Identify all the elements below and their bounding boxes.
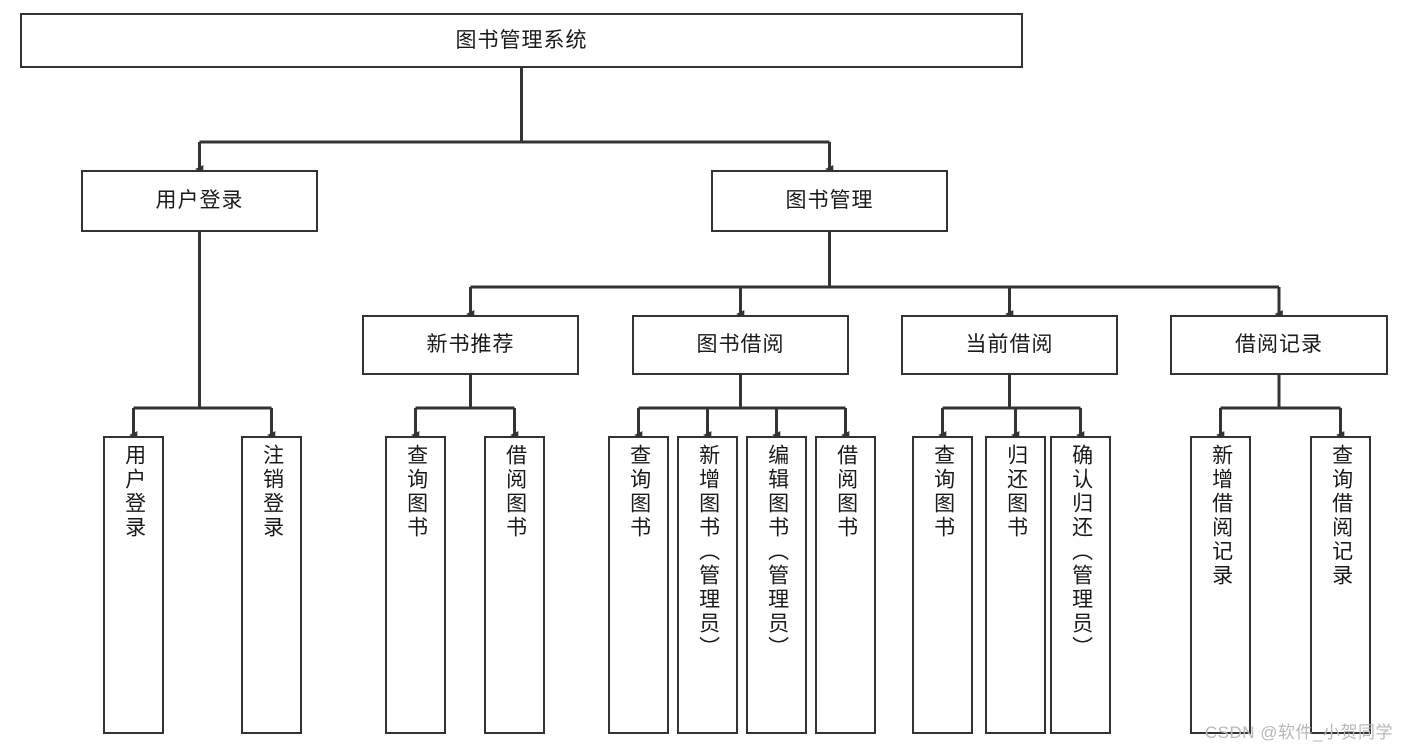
node-label: 归还图书	[1004, 444, 1028, 540]
node-label: 查询图书	[931, 444, 955, 540]
node-lf-new-2[interactable]: 借阅图书	[484, 436, 545, 734]
node-label: 借阅记录	[1235, 333, 1323, 357]
node-lf-login-2[interactable]: 注销登录	[241, 436, 302, 734]
node-label: 借阅图书	[834, 444, 858, 540]
node-label: 查询图书	[404, 444, 428, 540]
node-root[interactable]: 图书管理系统	[20, 13, 1023, 68]
node-label: 查询借阅记录	[1329, 444, 1353, 588]
node-l3-current[interactable]: 当前借阅	[901, 315, 1118, 375]
node-label: 当前借阅	[965, 333, 1054, 357]
node-l3-record[interactable]: 借阅记录	[1170, 315, 1388, 375]
node-lf-new-1[interactable]: 查询图书	[385, 436, 446, 734]
node-label: 新增图书（管理员）	[696, 444, 720, 660]
node-label: 编辑图书（管理员）	[765, 444, 789, 660]
node-lf-bor-4[interactable]: 借阅图书	[815, 436, 876, 734]
node-lf-rec-2[interactable]: 查询借阅记录	[1310, 436, 1371, 734]
node-label: 确认归还（管理员）	[1069, 444, 1093, 660]
node-label: 新书推荐	[426, 333, 515, 357]
node-label: 用户登录	[155, 189, 244, 213]
node-l2-login[interactable]: 用户登录	[81, 170, 318, 232]
node-lf-cur-2[interactable]: 归还图书	[985, 436, 1046, 734]
node-l2-manage[interactable]: 图书管理	[711, 170, 948, 232]
node-lf-login-1[interactable]: 用户登录	[103, 436, 164, 734]
node-label: 用户登录	[122, 444, 146, 540]
node-lf-bor-2[interactable]: 新增图书（管理员）	[677, 436, 738, 734]
node-label: 查询图书	[627, 444, 651, 540]
node-label: 新增借阅记录	[1209, 444, 1233, 588]
watermark-text: CSDN @软件_小贺同学	[1204, 723, 1393, 742]
node-label: 图书管理	[785, 189, 874, 213]
node-label: 借阅图书	[503, 444, 527, 540]
node-lf-cur-3[interactable]: 确认归还（管理员）	[1050, 436, 1111, 734]
node-l3-newbook[interactable]: 新书推荐	[362, 315, 579, 375]
node-label: 注销登录	[260, 444, 284, 540]
node-lf-bor-3[interactable]: 编辑图书（管理员）	[746, 436, 807, 734]
node-label: 图书管理系统	[455, 28, 588, 52]
node-lf-rec-1[interactable]: 新增借阅记录	[1190, 436, 1251, 734]
node-lf-cur-1[interactable]: 查询图书	[912, 436, 973, 734]
node-l3-borrow[interactable]: 图书借阅	[632, 315, 849, 375]
node-lf-bor-1[interactable]: 查询图书	[608, 436, 669, 734]
node-label: 图书借阅	[696, 333, 785, 357]
